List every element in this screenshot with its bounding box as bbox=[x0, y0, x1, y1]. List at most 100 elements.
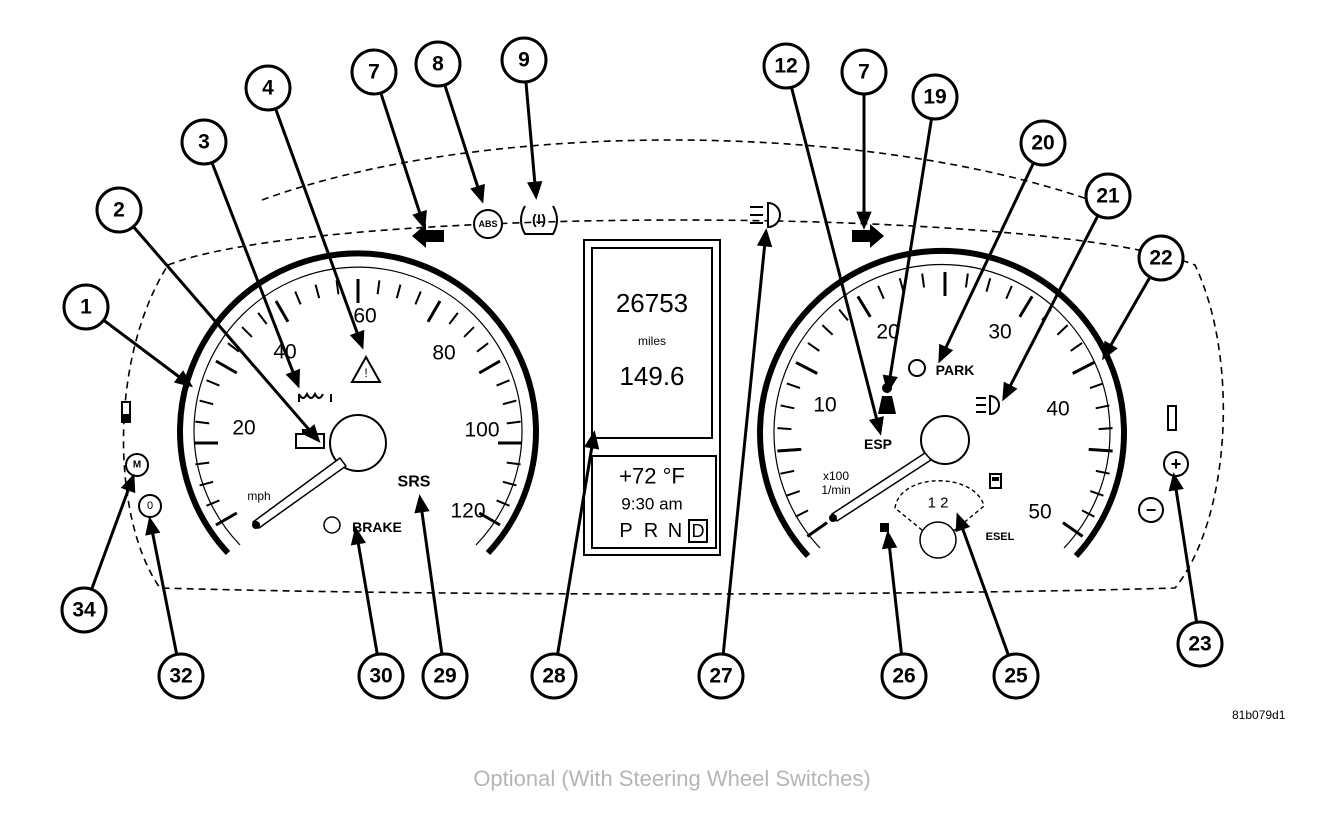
plus-button[interactable]: + bbox=[1163, 451, 1189, 477]
speedo-tick bbox=[215, 511, 238, 527]
callout-arrowhead bbox=[527, 180, 543, 200]
callout-bubble bbox=[357, 652, 405, 700]
abs-label: ABS bbox=[478, 219, 497, 229]
minus-button-label: − bbox=[1146, 500, 1157, 520]
esp-indicator: ESP bbox=[864, 436, 892, 452]
tacho-tick bbox=[877, 285, 885, 300]
callout-number: 22 bbox=[1149, 247, 1172, 270]
callout-arrowhead bbox=[302, 424, 321, 443]
m-button-label: M bbox=[133, 460, 141, 471]
callout-arrowhead bbox=[120, 473, 136, 494]
callout-arrowhead bbox=[470, 183, 485, 204]
callout-bubble bbox=[350, 48, 398, 96]
speedo-tick bbox=[314, 284, 321, 299]
fuel-icon bbox=[989, 473, 1002, 489]
speedometer: 20 40 60 80 100 120 mph SRS BRAKE ! bbox=[177, 250, 539, 556]
speedo-tick bbox=[206, 379, 220, 387]
speedo-tick bbox=[414, 291, 422, 305]
speedo-tick bbox=[199, 399, 214, 406]
left-turn-arrow-icon bbox=[412, 224, 444, 248]
gear-digits: 1 2 bbox=[928, 495, 949, 512]
tacho-tick bbox=[1088, 447, 1113, 453]
svg-text:!: ! bbox=[364, 366, 367, 380]
callout-number: 8 bbox=[432, 53, 444, 76]
right-gauge-icon bbox=[1167, 405, 1177, 431]
callout-number: 2 bbox=[113, 199, 125, 222]
figure-code: 81b079d1 bbox=[1232, 708, 1286, 722]
tacho-tick bbox=[807, 342, 820, 352]
callout-leader bbox=[274, 108, 360, 338]
tacho-needle-hub bbox=[920, 415, 970, 465]
tacho-tick bbox=[1072, 361, 1095, 375]
tacho-label-20: 20 bbox=[876, 321, 899, 344]
speedo-tick bbox=[496, 499, 510, 507]
gear-selector-readout: P R N D bbox=[619, 519, 708, 543]
callout-number: 21 bbox=[1096, 185, 1120, 208]
zero-button[interactable]: 0 bbox=[138, 494, 162, 518]
tacho-tick bbox=[795, 509, 809, 518]
tacho-tick bbox=[806, 521, 828, 538]
tacho-unit-bottom: 1/min bbox=[821, 483, 850, 497]
m-button[interactable]: M bbox=[125, 453, 149, 477]
callout-arrowhead bbox=[856, 211, 872, 230]
callout-number: 9 bbox=[518, 49, 530, 72]
callout-leader bbox=[942, 162, 1035, 352]
tacho-tick bbox=[1070, 342, 1083, 352]
callout-leader bbox=[419, 507, 444, 655]
speedo-tick bbox=[502, 399, 517, 406]
speedo-label-80: 80 bbox=[432, 342, 455, 365]
speedo-label-120: 120 bbox=[450, 500, 485, 523]
tachometer: 10 20 30 40 50 x100 1/min ESP PARK bbox=[757, 247, 1127, 559]
tacho-tick bbox=[1062, 521, 1084, 538]
callout-arrowhead bbox=[584, 430, 600, 450]
tacho-tick bbox=[1018, 295, 1034, 318]
speedo-needle bbox=[251, 456, 348, 529]
callout-arrowhead bbox=[145, 516, 161, 536]
minus-button[interactable]: − bbox=[1138, 497, 1164, 523]
gear-r: R bbox=[644, 520, 658, 542]
tacho-tick bbox=[964, 273, 969, 288]
callout-bubble bbox=[62, 283, 110, 331]
callout-bubble bbox=[500, 36, 548, 84]
right-turn-arrow-icon bbox=[852, 224, 884, 248]
tacho-tick bbox=[1095, 469, 1110, 475]
callout-bubble bbox=[1137, 234, 1185, 282]
tacho-tick bbox=[985, 277, 992, 292]
tacho-tick bbox=[786, 382, 801, 390]
callout-bubble bbox=[1084, 172, 1132, 220]
figure-caption: Optional (With Steering Wheel Switches) bbox=[473, 766, 871, 791]
callout-number: 34 bbox=[72, 599, 96, 622]
tpms-label: (!) bbox=[532, 211, 546, 227]
speedo-tick bbox=[241, 326, 253, 338]
callout-leader bbox=[887, 543, 904, 655]
speedo-tick bbox=[376, 280, 381, 295]
tacho-tick bbox=[795, 361, 818, 375]
speedo-tick bbox=[227, 342, 240, 353]
callout-leader bbox=[132, 225, 313, 434]
callout-number: 30 bbox=[369, 665, 392, 688]
speedo-tick bbox=[448, 312, 459, 325]
callout-number: 20 bbox=[1031, 132, 1054, 155]
tacho-tick bbox=[1095, 404, 1110, 410]
callout-number: 26 bbox=[892, 665, 915, 688]
callout-arrowhead bbox=[173, 370, 194, 388]
speedo-tick bbox=[502, 480, 517, 487]
speedo-tick bbox=[478, 511, 501, 527]
callout-arrowhead bbox=[412, 209, 427, 230]
tacho-tick bbox=[1089, 490, 1104, 497]
park-brake-icon bbox=[908, 359, 926, 377]
warning-triangle-icon: ! bbox=[350, 354, 382, 383]
tacho-tick bbox=[838, 308, 849, 322]
speedometer-scale: 20 40 60 80 100 120 bbox=[232, 305, 499, 523]
callout-bubble bbox=[244, 64, 292, 112]
tachometer-scale: 10 20 30 40 50 bbox=[813, 321, 1069, 524]
tacho-tick bbox=[1005, 285, 1013, 300]
speedo-tick bbox=[215, 359, 238, 375]
park-indicator: PARK bbox=[936, 362, 975, 378]
tacho-tick bbox=[777, 447, 802, 453]
callout-number: 29 bbox=[433, 665, 456, 688]
callout-bubble bbox=[840, 48, 888, 96]
coolant-temp-icon bbox=[121, 401, 131, 423]
top-telltales: ABS (!) bbox=[412, 201, 884, 248]
